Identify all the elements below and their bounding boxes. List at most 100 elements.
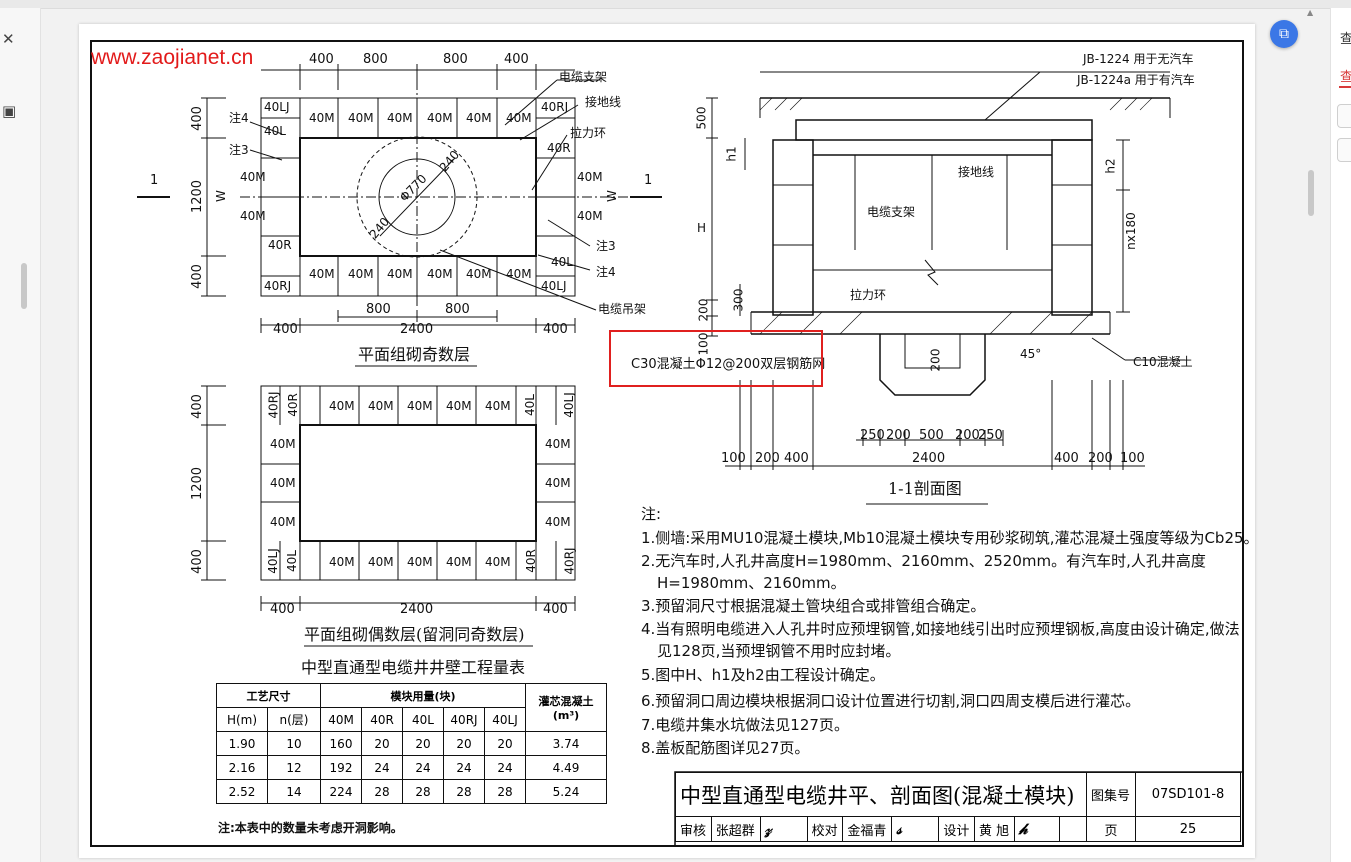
scroll-up-icon[interactable]: ▲ xyxy=(1307,8,1314,17)
block-label: 40M xyxy=(506,111,532,125)
dim: 400 xyxy=(270,602,295,617)
block-label: 40R xyxy=(285,393,300,417)
block-label: 40M xyxy=(240,209,266,223)
cell: 24 xyxy=(484,755,526,780)
cell: 5.24 xyxy=(525,779,607,804)
label-cable-hanger: 电缆吊架 xyxy=(598,302,647,316)
block-label: 40R xyxy=(547,141,571,155)
dim: 400 xyxy=(504,52,529,67)
dim: 400 xyxy=(1054,451,1079,466)
section-mark: 1 xyxy=(150,173,159,188)
dim: 400 xyxy=(784,451,809,466)
note-ref: 注4 xyxy=(596,265,616,279)
dim: 2400 xyxy=(912,451,946,466)
cover-note: JB-1224 用于无汽车 xyxy=(1083,52,1194,66)
dim: 800 xyxy=(363,52,388,67)
block-label: 40M xyxy=(270,476,296,490)
label-cable-bracket: 电缆支架 xyxy=(559,70,608,84)
block-label: 40R xyxy=(268,238,292,252)
document-scrollbar[interactable]: ▲ xyxy=(1306,8,1316,862)
cell: 20 xyxy=(484,731,526,756)
dim: 250 xyxy=(860,428,885,443)
left-scroll-thumb[interactable] xyxy=(21,263,27,309)
dim: nx180 xyxy=(1123,212,1138,250)
block-label: 40M xyxy=(348,267,374,281)
dim: 400 xyxy=(273,322,298,337)
dim: 100 xyxy=(721,451,746,466)
block-label: 40M xyxy=(329,555,355,569)
reviewer-signature: 𝓏 xyxy=(759,816,808,842)
drawing-title: 中型直通型电缆井平、剖面图(混凝土模块) xyxy=(675,772,1087,817)
page-label: 页 xyxy=(1086,816,1136,842)
panel-option[interactable] xyxy=(1337,104,1351,128)
image-icon[interactable]: ▣ xyxy=(2,102,17,120)
block-label: 40RJ xyxy=(541,100,569,114)
close-icon[interactable]: ✕ xyxy=(2,30,15,48)
qty-footnote: 注:本表中的数量未考虑开洞影响。 xyxy=(218,821,403,835)
section-caption: 1-1剖面图 xyxy=(888,479,962,498)
design-label: 设计 xyxy=(938,816,976,842)
block-label: 40M xyxy=(387,267,413,281)
right-panel-label[interactable]: 查 xyxy=(1340,28,1351,47)
note-ref: 注3 xyxy=(596,239,616,253)
dim: 800 xyxy=(366,302,391,317)
cell: 2.52 xyxy=(216,779,268,804)
dim: 500 xyxy=(919,428,944,443)
right-panel: 查 查 xyxy=(1330,8,1351,862)
note-item: 见128页,当预埋钢管不用时应封堵。 xyxy=(657,642,901,660)
qty-head: 模块用量(块) xyxy=(320,683,526,708)
panel-option[interactable] xyxy=(1337,138,1351,162)
cell: 28 xyxy=(484,779,526,804)
designer-signature: 𝒽 xyxy=(1014,816,1060,842)
plan-odd-caption: 平面组砌奇数层 xyxy=(358,345,471,364)
right-panel-tab[interactable]: 查 xyxy=(1340,66,1351,85)
note-ref: 注3 xyxy=(229,143,249,157)
block-label: 40L xyxy=(264,124,286,138)
block-label: 40L xyxy=(284,550,299,572)
dim: 300 xyxy=(731,288,746,312)
block-label: 40LJ xyxy=(264,100,290,114)
dim: 200 xyxy=(928,348,943,372)
note-ref: 注4 xyxy=(229,111,249,125)
dim: 800 xyxy=(445,302,470,317)
block-label: 40M xyxy=(506,267,532,281)
note-item: 4.当有照明电缆进入人孔井时应预埋钢管,如接地线引出时应预埋钢板,高度由设计确定… xyxy=(641,620,1240,638)
cell: 28 xyxy=(402,779,444,804)
cell: 24 xyxy=(443,755,485,780)
highlight-label: C30混凝土Φ12@200双层钢筋网 xyxy=(631,357,826,372)
block-label: 40M xyxy=(270,437,296,451)
note-item: 8.盖板配筋图详见27页。 xyxy=(641,739,810,757)
qty-subhead: n(层) xyxy=(267,707,321,732)
dim: h2 xyxy=(1103,158,1118,174)
reviewer-name: 张超群 xyxy=(710,816,761,842)
block-label: 40M xyxy=(545,476,571,490)
cell: 24 xyxy=(361,755,403,780)
designer-name: 黄 旭 xyxy=(974,816,1015,842)
block-label: 40M xyxy=(309,111,335,125)
qty-subhead: 40RJ xyxy=(443,707,485,732)
qty-table: 工艺尺寸 模块用量(块) 灌芯混凝土(m³) H(m) n(层) 40M 40R… xyxy=(216,683,607,804)
cell: 12 xyxy=(267,755,321,780)
cell: 2.16 xyxy=(216,755,268,780)
cell: 14 xyxy=(267,779,321,804)
highlight-box xyxy=(609,330,823,387)
watermark: www.zaojianet.cn xyxy=(91,46,254,69)
left-sidebar: ✕ ▣ xyxy=(0,8,41,862)
qty-subhead: 40L xyxy=(402,707,444,732)
label-ground-wire: 接地线 xyxy=(585,95,622,109)
translate-float-button[interactable]: ⧉ xyxy=(1270,20,1298,48)
cell: 20 xyxy=(402,731,444,756)
atlas-label: 图集号 xyxy=(1086,772,1136,817)
block-label: 40R xyxy=(523,549,538,573)
block-label: 40M xyxy=(485,399,511,413)
scroll-thumb[interactable] xyxy=(1308,170,1314,216)
page-number: 25 xyxy=(1135,816,1241,842)
dim: 400 xyxy=(189,549,205,574)
block-label: 40M xyxy=(387,111,413,125)
block-label: 40L xyxy=(522,394,537,416)
cell: 20 xyxy=(443,731,485,756)
cell: 192 xyxy=(320,755,362,780)
w-label: W xyxy=(604,190,619,202)
